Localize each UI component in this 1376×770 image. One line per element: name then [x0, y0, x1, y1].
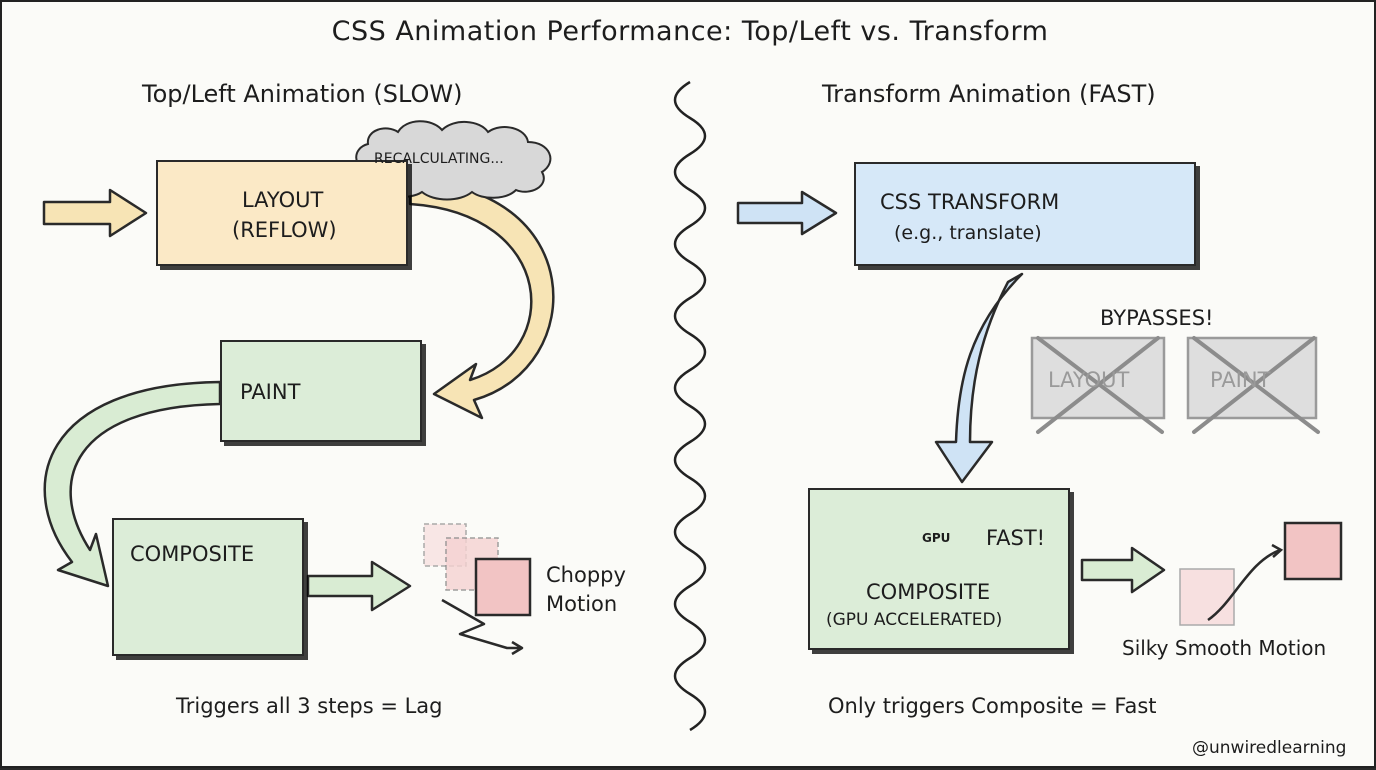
choppy-label-line2: Motion — [546, 592, 618, 616]
transform-to-composite-arrow — [934, 272, 1024, 484]
layout-box-line2: (REFLOW) — [232, 218, 337, 242]
composite-right-line2: (GPU ACCELERATED) — [826, 610, 1003, 630]
paint-box-label: PAINT — [240, 380, 301, 404]
bypasses-label: BYPASSES! — [1100, 306, 1214, 330]
transform-box-line2: (e.g., translate) — [894, 222, 1042, 244]
composite-right-line1: COMPOSITE — [866, 580, 991, 604]
layout-box-line1: LAYOUT — [242, 188, 324, 212]
bypassed-paint-box — [1186, 336, 1320, 434]
paint-to-composite-arrow — [43, 380, 222, 588]
gpu-chip-label: GPU — [922, 531, 951, 545]
bypassed-layout-box — [1030, 336, 1166, 434]
bypassed-paint-label: PAINT — [1210, 368, 1271, 392]
css-transform-box: CSS TRANSFORM (e.g., translate) — [854, 162, 1196, 266]
choppy-label-line1: Choppy — [546, 563, 626, 587]
wavy-divider — [673, 80, 707, 732]
credit-handle: @unwiredlearning — [1192, 738, 1347, 758]
gpu-fast-label: FAST! — [986, 526, 1046, 550]
composite-to-motion-arrow — [306, 560, 412, 612]
smooth-motion-label: Silky Smooth Motion — [1122, 636, 1327, 660]
left-footer: Triggers all 3 steps = Lag — [176, 694, 443, 718]
input-arrow-right — [736, 190, 838, 236]
composite-box-left: COMPOSITE — [112, 518, 304, 656]
bypassed-layout-label: LAYOUT — [1048, 368, 1130, 392]
left-heading: Top/Left Animation (SLOW) — [142, 80, 463, 108]
transform-box-line1: CSS TRANSFORM — [880, 190, 1060, 214]
right-footer: Only triggers Composite = Fast — [828, 694, 1157, 718]
layout-to-paint-arrow — [408, 180, 555, 420]
gpu-to-motion-arrow — [1080, 546, 1166, 594]
smooth-motion-graphic — [1179, 521, 1343, 626]
page-title: CSS Animation Performance: Top/Left vs. … — [331, 16, 1049, 47]
thought-bubble-text: RECALCULATING... — [374, 151, 504, 167]
input-arrow-left — [42, 188, 148, 238]
composite-box-right: GPU FAST! COMPOSITE (GPU ACCELERATED) — [808, 488, 1070, 650]
paint-box: PAINT — [220, 340, 422, 442]
choppy-motion-graphic — [423, 523, 532, 656]
composite-box-left-label: COMPOSITE — [130, 542, 255, 566]
right-heading: Transform Animation (FAST) — [822, 80, 1156, 108]
layout-reflow-box: LAYOUT (REFLOW) — [156, 160, 408, 266]
